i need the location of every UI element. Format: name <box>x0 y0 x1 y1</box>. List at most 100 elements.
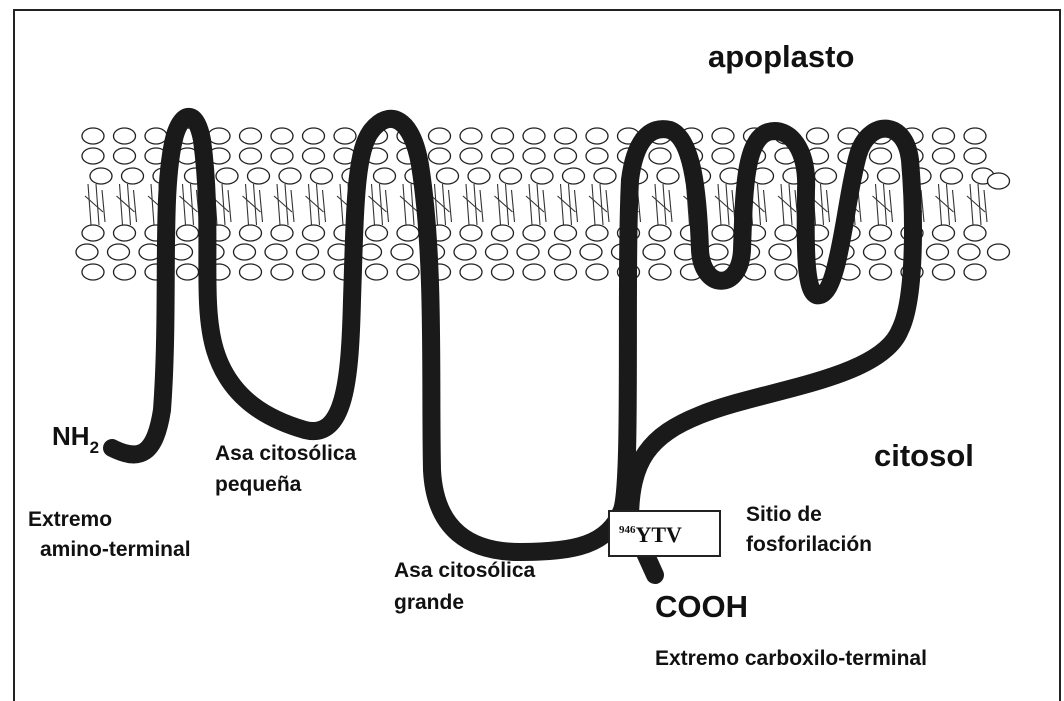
lipid-tail <box>243 196 261 212</box>
lipid-head <box>555 148 577 164</box>
lipid-tail <box>537 184 540 225</box>
lipid-tail <box>274 196 292 212</box>
lipid-tail <box>85 196 103 212</box>
lipid-head <box>769 244 791 260</box>
lipid-head <box>933 148 955 164</box>
lipid-tail <box>495 196 513 212</box>
lipid-tail <box>254 184 257 225</box>
lipid-tail <box>96 184 99 225</box>
lipid-head <box>460 225 482 241</box>
lipid-head <box>500 168 522 184</box>
lipid-head <box>271 148 293 164</box>
label-asa-grande-line2: grande <box>394 591 464 614</box>
lipid-head <box>271 264 293 280</box>
lipid-head <box>114 264 136 280</box>
lipid-head <box>177 264 199 280</box>
lipid-tail <box>228 190 231 222</box>
lipid-tail <box>246 184 249 225</box>
lipid-head <box>555 225 577 241</box>
lipid-tail <box>449 190 452 222</box>
lipid-tail <box>386 190 389 222</box>
lipid-head <box>82 264 104 280</box>
lipid-tail <box>600 184 603 225</box>
lipid-tail <box>953 190 956 222</box>
lipid-head <box>374 168 396 184</box>
lipid-head <box>248 168 270 184</box>
lipid-tail <box>466 184 469 225</box>
lipid-head <box>145 128 167 144</box>
lipid-head <box>240 225 262 241</box>
lipid-tail <box>512 190 515 222</box>
lipid-head <box>523 128 545 144</box>
lipid-tail <box>180 196 198 212</box>
lipid-tail <box>323 190 326 222</box>
lipid-tail <box>134 190 137 222</box>
lipid-head <box>988 173 1010 189</box>
lipid-head <box>492 148 514 164</box>
lipid-tail <box>715 196 733 212</box>
lipid-tail <box>778 196 796 212</box>
lipid-head <box>964 225 986 241</box>
lipid-head <box>460 128 482 144</box>
lipid-head <box>492 264 514 280</box>
lipid-head <box>360 244 382 260</box>
lipid-head <box>240 148 262 164</box>
lipid-tail <box>474 184 477 225</box>
lipid-head <box>523 225 545 241</box>
lipid-head <box>366 264 388 280</box>
lipid-tail <box>561 184 564 225</box>
lipid-head <box>303 264 325 280</box>
lipid-tail <box>222 184 225 225</box>
lipid-tail <box>291 190 294 222</box>
lipid-head <box>114 225 136 241</box>
lipid-head <box>216 168 238 184</box>
lipid-tail <box>463 196 481 212</box>
lipid-head <box>523 148 545 164</box>
lipid-tail <box>340 184 343 225</box>
lipid-head <box>303 128 325 144</box>
lipid-tail <box>526 196 544 212</box>
lipid-tail <box>789 184 792 225</box>
lipid-head <box>864 244 886 260</box>
lipid-head <box>586 148 608 164</box>
lipid-head <box>492 225 514 241</box>
lipid-tail <box>569 184 572 225</box>
lipid-tail <box>758 184 761 225</box>
lipid-tail <box>400 196 418 212</box>
lipid-head <box>90 168 112 184</box>
lipid-tail <box>967 196 985 212</box>
lipid-head <box>712 128 734 144</box>
lipid-head <box>82 128 104 144</box>
lipid-tail <box>369 196 387 212</box>
lipid-head <box>586 128 608 144</box>
lipid-head <box>240 264 262 280</box>
lipid-tail <box>558 196 576 212</box>
lipid-tail <box>592 184 595 225</box>
lipid-head <box>563 168 585 184</box>
lipid-head <box>208 128 230 144</box>
lipid-head <box>586 225 608 241</box>
lipid-head <box>815 168 837 184</box>
lipid-head <box>397 225 419 241</box>
lipid-tail <box>764 190 767 222</box>
lipid-tail <box>317 184 320 225</box>
lipid-tail <box>443 184 446 225</box>
lipid-tail <box>669 190 672 222</box>
lipid-tail <box>309 184 312 225</box>
lipid-head <box>397 264 419 280</box>
lipid-tail <box>890 190 893 222</box>
lipid-head <box>941 168 963 184</box>
lipid-head <box>531 168 553 184</box>
lipid-tail <box>285 184 288 225</box>
lipid-head <box>234 244 256 260</box>
lipid-head <box>958 244 980 260</box>
lipid-tail <box>873 196 891 212</box>
label-nh2: NH2 <box>52 421 99 457</box>
lipid-tail <box>117 196 135 212</box>
lipid-head <box>657 168 679 184</box>
lipid-head <box>870 225 892 241</box>
lipid-tail <box>277 184 280 225</box>
lipid-head <box>265 244 287 260</box>
lipid-head <box>933 225 955 241</box>
